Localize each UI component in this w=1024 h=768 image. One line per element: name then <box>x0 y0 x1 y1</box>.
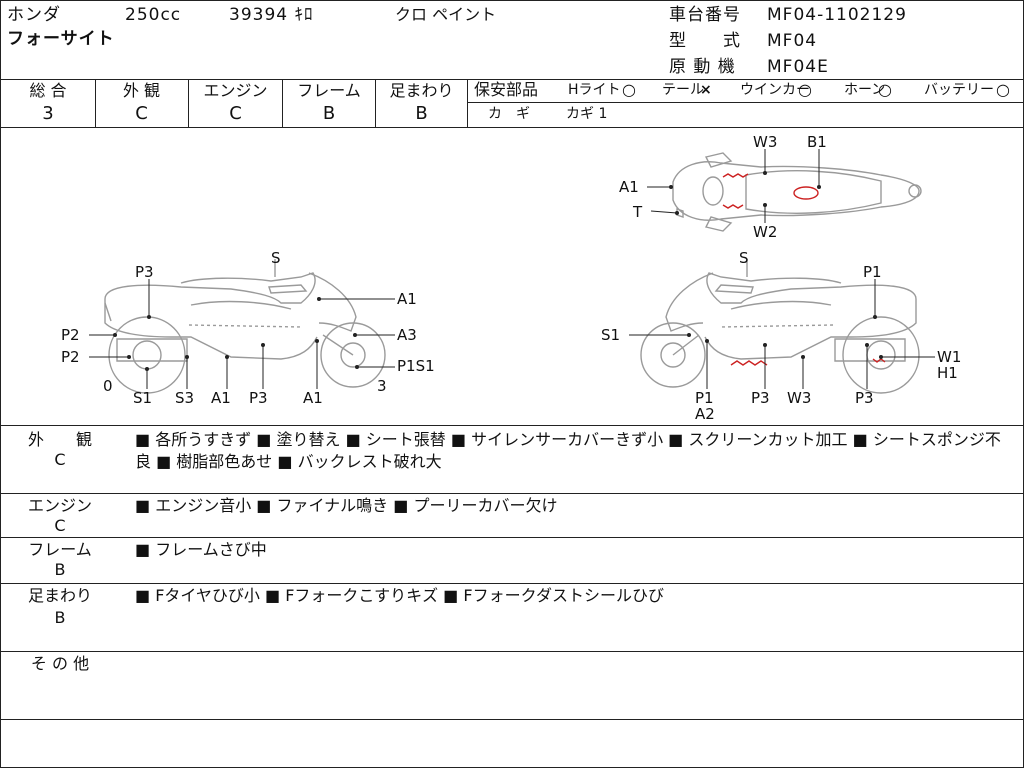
label-a2-right: A2 <box>695 405 715 423</box>
mileage: 39394 ｷﾛ <box>229 5 314 25</box>
label-a3-left: A3 <box>397 326 417 344</box>
model-name: フォーサイト <box>7 29 115 49</box>
winker-label: ウインカー <box>740 82 810 98</box>
label-s-right: S <box>739 249 749 267</box>
headlight-status: ○ <box>622 80 636 99</box>
diagram-labels: W3 B1 A1 T W2 S P3 A1 P2 A3 P2 P1S1 0 3 … <box>61 133 961 423</box>
section-frame: フレーム B ■ フレームさび中 <box>1 537 1023 584</box>
engine-section-grade: C <box>54 516 66 535</box>
suspension-notes: ■ Fタイヤひび小 ■ Fフォークこすりキズ ■ Fフォークダストシールひび <box>135 586 664 605</box>
winker-status: ○ <box>798 80 812 99</box>
exterior-label: 外 観 <box>27 430 92 449</box>
safety-parts: 保安部品 Hライト ○ テール × ウインカー ○ ホーン ○ バッテリー ○ … <box>468 79 1023 127</box>
label-p2a-left: P2 <box>61 326 80 344</box>
vin-value: MF04-1102129 <box>767 5 907 25</box>
exterior-grade: C <box>54 450 66 469</box>
tail-label: テール <box>662 82 704 98</box>
horn-label: ホーン <box>844 82 886 98</box>
tail-status: × <box>700 82 712 98</box>
label-s1-left: S1 <box>133 389 152 407</box>
label-w3-right: W3 <box>787 389 811 407</box>
frame-section-grade: B <box>54 560 66 579</box>
label-w2-top: W2 <box>753 223 777 241</box>
label-s1-right: S1 <box>601 326 620 344</box>
battery-label: バッテリー <box>924 82 994 98</box>
maker: ホンダ <box>7 5 61 25</box>
displacement: 250cc <box>125 5 182 25</box>
key-value: カギ 1 <box>566 106 608 122</box>
label-a1-top: A1 <box>619 178 639 196</box>
label-w3-top: W3 <box>753 133 777 151</box>
label-zero-left: 0 <box>103 377 113 395</box>
frame-notes: ■ フレームさび中 <box>135 540 267 559</box>
section-suspension: 足まわり B ■ Fタイヤひび小 ■ Fフォークこすりキズ ■ Fフォークダスト… <box>1 583 1023 652</box>
horn-status: ○ <box>878 80 892 99</box>
grade-exterior: 外 観 C <box>95 79 189 127</box>
other-section-label: そ の 他 <box>30 654 90 673</box>
label-p1b-right: P1 <box>695 389 714 407</box>
diagram-svg: W3 B1 A1 T W2 S P3 A1 P2 A3 P2 P1S1 0 3 … <box>61 133 961 423</box>
safety-title: 保安部品 <box>474 80 539 99</box>
label-p1s1-left: P1S1 <box>397 357 435 375</box>
type-label: 型 式 <box>669 31 741 51</box>
engine-section-label: エンジン <box>27 496 92 515</box>
leader-lines <box>89 149 935 389</box>
label-p2b-left: P2 <box>61 348 80 366</box>
label-a1c-left: A1 <box>303 389 323 407</box>
damage-diagram: W3 B1 A1 T W2 S P3 A1 P2 A3 P2 P1S1 0 3 … <box>1 127 1023 426</box>
section-other: そ の 他 <box>1 651 1023 720</box>
label-s3-left: S3 <box>175 389 194 407</box>
type-value: MF04 <box>767 31 818 51</box>
grade-engine: エンジン C <box>189 79 283 127</box>
suspension-section-grade: B <box>54 608 66 627</box>
label-a1-left: A1 <box>397 290 417 308</box>
label-p3b-right: P3 <box>855 389 874 407</box>
label-p3-right: P3 <box>751 389 770 407</box>
section-exterior: 外 観 C ■ 各所うすきず ■ 塗り替え ■ シート張替 ■ サイレンサーカバ… <box>1 425 1023 494</box>
leader-dots <box>113 171 883 371</box>
label-p1-right: P1 <box>863 263 882 281</box>
engine-notes: ■ エンジン音小 ■ ファイナル鳴き ■ プーリーカバー欠け <box>135 496 558 515</box>
label-three-left: 3 <box>377 377 387 395</box>
vin-label: 車台番号 <box>669 5 741 25</box>
label-s-left: S <box>271 249 281 267</box>
label-b1-top: B1 <box>807 133 827 151</box>
battery-status: ○ <box>996 80 1010 99</box>
grade-row: 総 合 3 外 観 C エンジン C フレーム B 足まわり B 保安部品 Hラ… <box>1 79 1023 128</box>
top-view-scooter <box>672 152 922 232</box>
suspension-section-label: 足まわり <box>27 586 92 605</box>
header: ホンダ 250cc 39394 ｷﾛ クロ ペイント フォーサイト 車台番号 M… <box>1 1 1023 80</box>
key-label: カ ギ <box>488 106 530 122</box>
engine-value: MF04E <box>767 57 829 77</box>
frame-section-label: フレーム <box>28 540 92 559</box>
damage-marks <box>722 173 886 366</box>
engine-label: 原 動 機 <box>669 57 736 77</box>
grade-overall: 総 合 3 <box>1 79 96 127</box>
label-p3-left: P3 <box>135 263 154 281</box>
paint: クロ ペイント <box>395 5 497 24</box>
label-p3b-left: P3 <box>249 389 268 407</box>
label-h1-right: H1 <box>937 364 958 382</box>
right-side-scooter <box>640 259 920 394</box>
label-t-top: T <box>632 203 643 221</box>
grade-frame: フレーム B <box>283 79 376 127</box>
label-w1-right: W1 <box>937 348 961 366</box>
section-engine: エンジン C ■ エンジン音小 ■ ファイナル鳴き ■ プーリーカバー欠け <box>1 493 1023 538</box>
exterior-notes: ■ 各所うすきず ■ 塗り替え ■ シート張替 ■ サイレンサーカバーきず小 ■… <box>135 430 1001 471</box>
headlight-label: Hライト <box>568 82 621 98</box>
label-a1b-left: A1 <box>211 389 231 407</box>
grade-suspension: 足まわり B <box>376 79 468 127</box>
